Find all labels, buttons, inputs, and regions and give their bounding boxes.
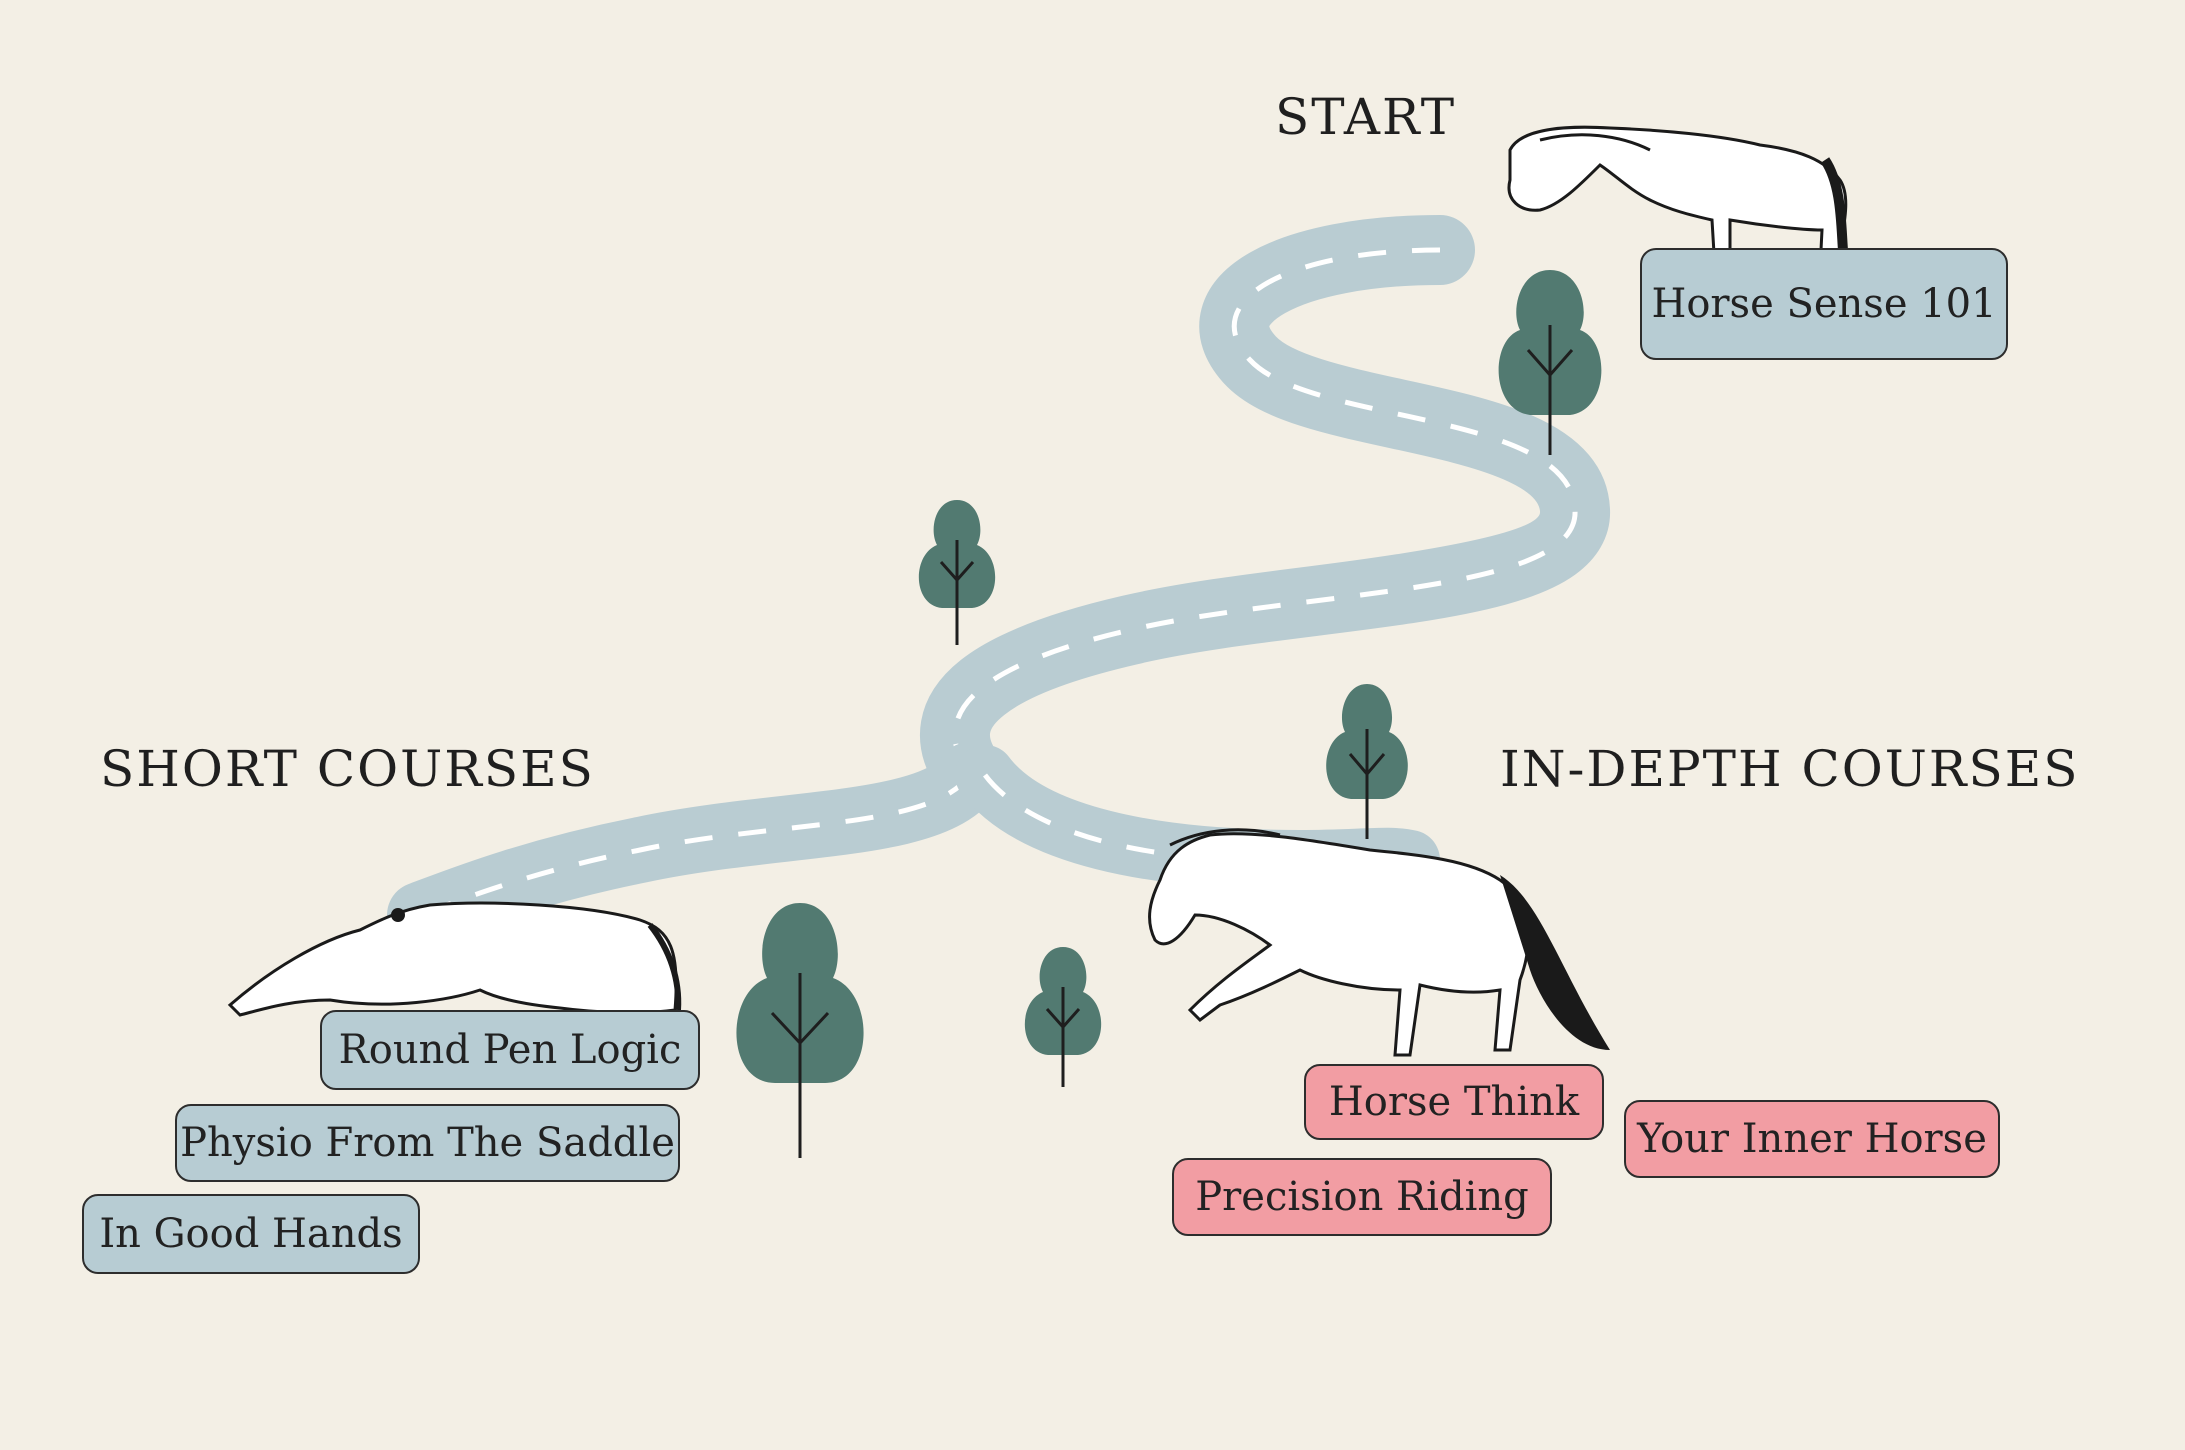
course-precision[interactable]: Precision Riding [1172,1158,1552,1236]
tree-icon [918,500,996,645]
road-right-dashes [983,773,1261,863]
tree-icon [736,903,864,1158]
start-heading: START [1275,88,1457,146]
road-upper-dashes [952,247,1578,777]
course-inner-horse[interactable]: Your Inner Horse [1624,1100,2000,1178]
tree-icon [1024,947,1102,1087]
tree-icon [1326,684,1408,839]
trotting-horse-icon [1148,828,1610,1057]
indepth-courses-heading: IN-DEPTH COURSES [1500,740,2080,798]
course-physio[interactable]: Physio From The Saddle [175,1104,680,1182]
road-upper [920,215,1610,810]
road-left-dashes [419,773,973,918]
tree-icon [1498,270,1602,455]
course-horse-think[interactable]: Horse Think [1304,1064,1604,1140]
course-good-hands[interactable]: In Good Hands [82,1194,420,1274]
short-courses-heading: SHORT COURSES [100,740,595,798]
course-horse-sense[interactable]: Horse Sense 101 [1640,248,2008,360]
bowing-horse-icon [227,901,682,1017]
course-round-pen[interactable]: Round Pen Logic [320,1010,700,1090]
